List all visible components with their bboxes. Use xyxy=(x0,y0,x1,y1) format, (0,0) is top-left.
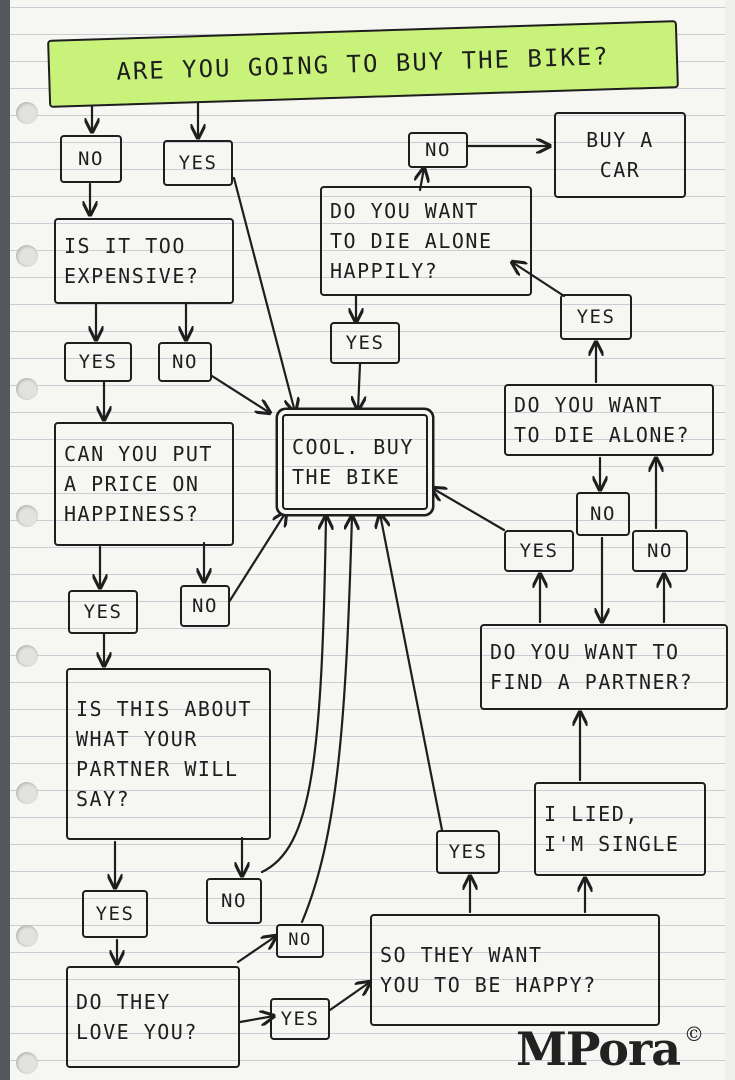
answer-yes-price: YES xyxy=(68,590,138,634)
result-buy-bike-text: COOL. BUY THE BIKE xyxy=(292,435,414,489)
punch-hole xyxy=(16,1052,38,1074)
punch-hole xyxy=(16,925,38,947)
box-lied-single: I LIED, I'M SINGLE xyxy=(534,782,706,876)
answer-no-top-text: NO xyxy=(78,147,104,170)
mpora-logo: MPora© xyxy=(516,1022,704,1076)
punch-hole xyxy=(16,645,38,667)
result-buy-car-text: BUY A CAR xyxy=(586,128,654,182)
arrow-yes-to-bike-7 xyxy=(358,362,360,410)
answer-yes-expensive: YES xyxy=(64,342,132,382)
binder-edge xyxy=(0,0,10,1080)
question-love-you-text: DO THEY LOVE YOU? xyxy=(76,990,198,1044)
answer-no-die-alone-text: NO xyxy=(590,502,616,525)
answer-yes-partner-q-text: YES xyxy=(519,539,559,562)
arrow-yes-to-happily xyxy=(512,262,566,298)
punch-hole xyxy=(16,378,38,400)
answer-no-love-text: NO xyxy=(288,930,312,951)
punch-hole xyxy=(16,505,38,527)
answer-no-happily: NO xyxy=(408,132,468,168)
answer-no-expensive-text: NO xyxy=(172,350,198,373)
arrow-no-to-bike-4 xyxy=(300,516,352,924)
answer-no-die-alone: NO xyxy=(576,492,630,536)
question-want-happy-text: SO THEY WANT YOU TO BE HAPPY? xyxy=(380,943,597,997)
arrow-yes-to-bike-6 xyxy=(432,488,506,532)
answer-no-partner-text: NO xyxy=(221,889,247,912)
question-find-partner: DO YOU WANT TO FIND A PARTNER? xyxy=(480,624,728,710)
answer-yes-die-alone-text: YES xyxy=(576,305,616,328)
answer-yes-top: YES xyxy=(163,140,233,186)
question-about-partner: IS THIS ABOUT WHAT YOUR PARTNER WILL SAY… xyxy=(66,668,271,840)
result-buy-car: BUY A CAR xyxy=(554,112,686,198)
answer-yes-happy-text: YES xyxy=(448,840,488,863)
punch-hole xyxy=(16,245,38,267)
question-love-you: DO THEY LOVE YOU? xyxy=(66,966,240,1068)
answer-yes-partner: YES xyxy=(82,890,148,938)
logo-text: MPora xyxy=(516,1022,681,1076)
answer-no-price-text: NO xyxy=(192,594,218,617)
answer-yes-partner-q: YES xyxy=(504,530,574,572)
question-find-partner-text: DO YOU WANT TO FIND A PARTNER? xyxy=(490,640,694,694)
question-too-expensive: IS IT TOO EXPENSIVE? xyxy=(54,218,234,304)
copyright-mark: © xyxy=(684,1022,704,1046)
question-die-alone-happily-text: DO YOU WANT TO DIE ALONE HAPPILY? xyxy=(330,199,493,283)
question-die-alone: DO YOU WANT TO DIE ALONE? xyxy=(504,384,714,456)
answer-no-happily-text: NO xyxy=(425,138,451,161)
question-price-happiness-text: CAN YOU PUT A PRICE ON HAPPINESS? xyxy=(64,442,213,526)
answer-no-partner-q: NO xyxy=(632,530,688,572)
arrow-no-to-bike xyxy=(210,374,270,413)
arrow-no-to-bike-2 xyxy=(227,512,286,604)
answer-no-price: NO xyxy=(180,585,230,627)
answer-yes-die-alone: YES xyxy=(560,294,632,340)
answer-no-partner: NO xyxy=(206,878,262,924)
punch-hole xyxy=(16,102,38,124)
arrow-love-to-no xyxy=(236,936,276,964)
answer-yes-love-text: YES xyxy=(280,1007,320,1030)
title-question-text: ARE YOU GOING TO BUY THE BIKE? xyxy=(115,42,611,86)
notebook-paper xyxy=(10,0,725,1080)
answer-yes-happy: YES xyxy=(436,830,500,874)
answer-yes-love: YES xyxy=(270,998,330,1040)
answer-yes-expensive-text: YES xyxy=(78,350,118,373)
answer-no-expensive: NO xyxy=(158,342,212,382)
punch-hole xyxy=(16,782,38,804)
answer-no-top: NO xyxy=(60,135,122,183)
arrow-no-to-bike-3 xyxy=(260,516,326,874)
arrow-yes-to-happy xyxy=(328,982,370,1012)
answer-yes-happily: YES xyxy=(330,322,400,364)
arrow-yes-to-bike xyxy=(232,176,295,412)
arrow-love-to-yes xyxy=(238,1016,274,1022)
question-want-happy: SO THEY WANT YOU TO BE HAPPY? xyxy=(370,914,660,1026)
answer-yes-happily-text: YES xyxy=(345,331,385,354)
question-about-partner-text: IS THIS ABOUT WHAT YOUR PARTNER WILL SAY… xyxy=(76,697,253,811)
question-price-happiness: CAN YOU PUT A PRICE ON HAPPINESS? xyxy=(54,422,234,546)
result-buy-bike: COOL. BUY THE BIKE xyxy=(282,414,428,510)
answer-yes-top-text: YES xyxy=(178,151,218,174)
question-too-expensive-text: IS IT TOO EXPENSIVE? xyxy=(64,234,200,288)
box-lied-single-text: I LIED, I'M SINGLE xyxy=(544,802,680,856)
answer-no-partner-q-text: NO xyxy=(647,539,673,562)
question-die-alone-text: DO YOU WANT TO DIE ALONE? xyxy=(514,393,691,447)
arrow-yes-to-bike-5 xyxy=(380,514,444,832)
answer-no-love: NO xyxy=(276,924,324,958)
answer-yes-partner-text: YES xyxy=(95,902,135,925)
answer-yes-price-text: YES xyxy=(83,600,123,623)
question-die-alone-happily: DO YOU WANT TO DIE ALONE HAPPILY? xyxy=(320,186,532,296)
